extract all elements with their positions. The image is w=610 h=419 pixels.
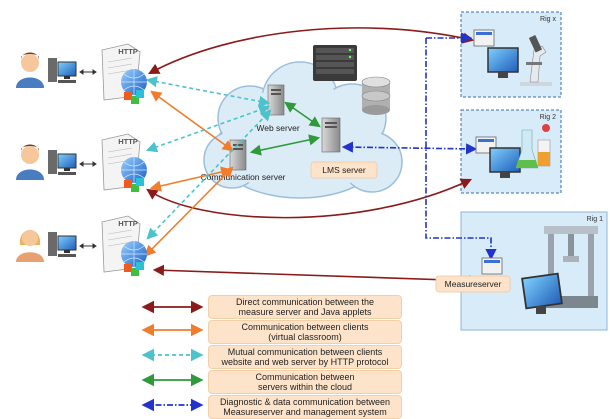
lms-server: LMS server	[310, 117, 378, 179]
user-avatar-icon	[16, 144, 44, 180]
database-icon	[361, 76, 391, 115]
lab-glassware-icon	[515, 124, 551, 169]
legend-text: Measureserver and management system	[223, 407, 387, 417]
rig-x-equipment	[473, 29, 552, 86]
cloud-line-1	[249, 134, 321, 156]
legend-item-direct: Direct communication between the measure…	[208, 295, 402, 319]
legend-text: measure server and Java applets	[238, 307, 372, 317]
desktop-computer-icon	[475, 136, 521, 178]
http-label: HTTP	[118, 47, 138, 56]
legend-text: (virtual classroom)	[268, 332, 342, 342]
legend-text: servers within the cloud	[257, 382, 353, 392]
cloud-line-2	[284, 101, 321, 128]
direct-line-rig-1	[152, 264, 481, 287]
http-line-3	[146, 109, 272, 240]
diagnostic-line-rig-1	[425, 38, 497, 261]
rig-1-equipment: Measureserver	[435, 226, 598, 314]
globe-icon	[121, 69, 147, 104]
desktop-computer-icon	[48, 150, 77, 175]
http-document-1: HTTP	[101, 43, 147, 104]
desktop-computer-icon	[48, 58, 77, 83]
globe-icon	[121, 241, 147, 276]
web-server-label: Web server	[256, 123, 299, 133]
client-3	[16, 230, 77, 262]
lms-server-label: LMS server	[322, 165, 366, 175]
legend-item-clients: Communication between clients (virtual c…	[208, 320, 402, 344]
rig-2-equipment	[475, 124, 551, 178]
server-rack-icon	[313, 45, 357, 81]
client-line-3	[144, 166, 234, 257]
diagnostic-line-rig-2	[341, 141, 478, 155]
legend-text: website and web server by HTTP protocol	[221, 357, 389, 367]
legend-text: Communication between clients	[241, 322, 369, 332]
http-document-3: HTTP	[101, 215, 147, 276]
legend-text: Direct communication between the	[235, 297, 375, 307]
desktop-computer-icon	[48, 232, 77, 257]
connections	[144, 27, 497, 287]
measureserver-label: Measureserver	[445, 279, 502, 289]
http-label: HTTP	[118, 219, 138, 228]
http-document-2: HTTP	[101, 133, 147, 192]
client-2	[16, 144, 77, 180]
http-line-1	[145, 76, 271, 107]
legend-text: Diagnostic & data communication between	[219, 397, 391, 407]
legend-text: Communication between	[255, 372, 355, 382]
legend-item-diagnostic: Diagnostic & data communication between …	[208, 395, 402, 419]
desktop-computer-icon	[521, 272, 563, 314]
server-tower-icon	[321, 117, 341, 153]
client-arrows	[79, 69, 97, 249]
rig-2-label: Rig 2	[540, 114, 556, 121]
client-1	[16, 52, 94, 88]
rig-x-label: Rig x	[540, 16, 556, 23]
desktop-computer-icon	[473, 29, 519, 78]
legend-text: Mutual communication between clients	[227, 347, 383, 357]
user-avatar-icon	[16, 230, 44, 262]
legend-item-cloud: Communication between servers within the…	[208, 370, 402, 394]
globe-icon	[121, 157, 147, 192]
legend-item-http: Mutual communication between clients web…	[208, 345, 402, 369]
rig-1-label: Rig 1	[587, 216, 603, 223]
microscope-icon	[520, 35, 552, 86]
direct-line-rig-x	[148, 27, 475, 75]
http-label: HTTP	[118, 137, 138, 146]
measureserver: Measureserver	[435, 257, 511, 293]
legend-line-samples	[141, 300, 204, 412]
user-avatar-icon	[16, 52, 44, 88]
server-tower-icon	[267, 84, 285, 116]
